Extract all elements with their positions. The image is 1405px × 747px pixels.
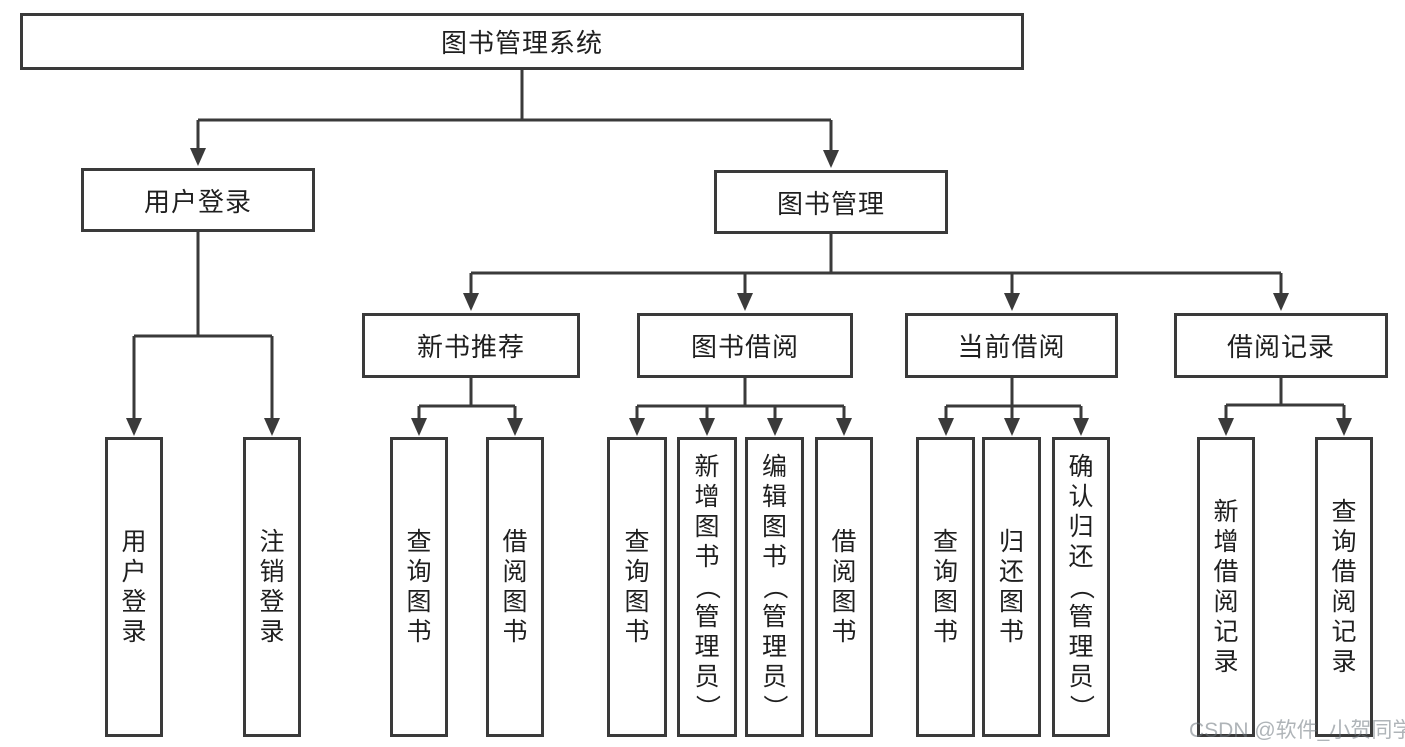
leaf-edit-books-admin: 编辑图书（管理员） <box>745 437 804 737</box>
node-book-borrowing: 图书借阅 <box>637 313 853 378</box>
node-new-book-recommendation: 新书推荐 <box>362 313 580 378</box>
leaf-add-books-admin: 新增图书（管理员） <box>677 437 737 737</box>
node-borrowing-records: 借阅记录 <box>1174 313 1388 378</box>
node-system-root: 图书管理系统 <box>20 13 1024 70</box>
node-user-login: 用户登录 <box>81 168 315 232</box>
leaf-user-login: 用户登录 <box>105 437 163 737</box>
leaf-borrow-books-newbook: 借阅图书 <box>486 437 544 737</box>
csdn-watermark: CSDN @软件_小贺同学 <box>1189 719 1405 742</box>
leaf-borrow-books-borrowing: 借阅图书 <box>815 437 873 737</box>
leaf-query-books-borrowing: 查询图书 <box>607 437 667 737</box>
node-book-management: 图书管理 <box>714 170 948 234</box>
leaf-logout-login: 注销登录 <box>243 437 301 737</box>
node-current-borrowing: 当前借阅 <box>905 313 1118 378</box>
leaf-return-books: 归还图书 <box>982 437 1041 737</box>
leaf-query-books-current: 查询图书 <box>916 437 975 737</box>
leaf-query-borrow-record: 查询借阅记录 <box>1315 437 1373 737</box>
leaf-confirm-return-admin: 确认归还（管理员） <box>1052 437 1110 737</box>
leaf-add-borrow-record: 新增借阅记录 <box>1197 437 1255 737</box>
arrowheads <box>126 148 1352 436</box>
leaf-query-books-newbook: 查询图书 <box>390 437 448 737</box>
